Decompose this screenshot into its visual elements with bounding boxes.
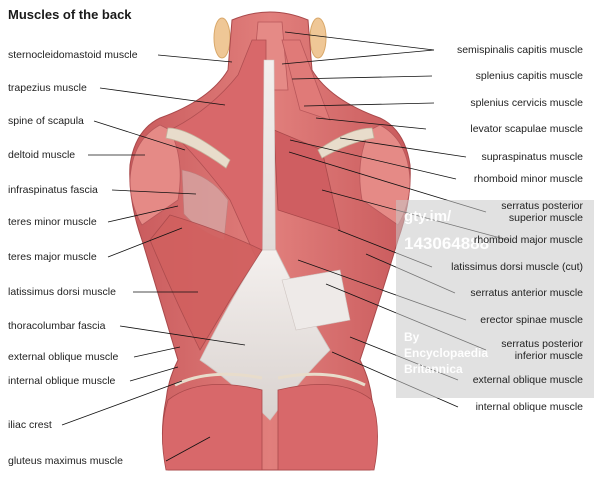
label-serratus-posterior-superior-2: superior muscle bbox=[508, 212, 583, 224]
leader-semispinalis-1 bbox=[284, 31, 435, 51]
rhomboid-major bbox=[273, 129, 341, 231]
diagram-title: Muscles of the back bbox=[8, 7, 132, 22]
left-ear bbox=[213, 17, 231, 59]
watermark-line5: Britannica bbox=[404, 362, 463, 376]
label-rhomboid-minor: rhomboid minor muscle bbox=[473, 173, 583, 185]
watermark-line3: By bbox=[404, 330, 420, 344]
leader-teres-major bbox=[107, 227, 183, 258]
leader-levator-scapulae bbox=[315, 117, 427, 130]
label-latissimus-dorsi: latissimus dorsi muscle bbox=[8, 286, 116, 298]
splenius bbox=[281, 39, 331, 121]
serratus-posterior-inferior bbox=[281, 269, 351, 331]
leader-splenius-capitis bbox=[291, 75, 433, 80]
iliac-crest bbox=[174, 372, 366, 387]
label-latissimus-dorsi-cut: latissimus dorsi muscle (cut) bbox=[451, 261, 583, 273]
leader-semispinalis-2 bbox=[281, 49, 435, 65]
watermark-panel bbox=[396, 200, 594, 398]
label-thoracolumbar-fascia: thoracolumbar fascia bbox=[8, 320, 106, 332]
spine-of-scapula-right bbox=[317, 127, 375, 159]
label-rhomboid-major: rhomboid major muscle bbox=[473, 234, 583, 246]
leader-thoracolumbar bbox=[119, 325, 246, 346]
label-internal-oblique: internal oblique muscle bbox=[8, 375, 116, 387]
label-serratus-posterior-inferior-2: inferior muscle bbox=[514, 350, 583, 362]
label-infraspinatus-fascia: infraspinatus fascia bbox=[8, 184, 98, 196]
leader-teres-minor bbox=[107, 205, 179, 223]
leader-iliac-crest bbox=[61, 380, 183, 426]
leader-rhomboid-minor bbox=[289, 139, 457, 180]
label-serratus-anterior: serratus anterior muscle bbox=[470, 287, 583, 299]
leader-trapezius bbox=[99, 87, 226, 106]
label-trapezius: trapezius muscle bbox=[8, 82, 87, 94]
label-splenius-cervicis: splenius cervicis muscle bbox=[470, 97, 583, 109]
label-internal-oblique-right: internal oblique muscle bbox=[475, 401, 583, 413]
deltoid-left bbox=[129, 124, 181, 226]
label-levator-scapulae: levator scapulae muscle bbox=[470, 123, 583, 135]
leader-spine-of-scapula bbox=[93, 120, 186, 151]
watermark-line2: 143064888 bbox=[404, 234, 490, 253]
label-serratus-posterior-inferior-1: serratus posterior bbox=[501, 338, 583, 350]
label-iliac-crest: iliac crest bbox=[8, 419, 52, 431]
watermark-line4: Encyclopaedia bbox=[404, 346, 489, 360]
leader-external-oblique bbox=[133, 346, 181, 358]
latissimus-dorsi-left bbox=[149, 214, 263, 351]
leader-infraspinatus bbox=[111, 189, 197, 195]
label-splenius-capitis: splenius capitis muscle bbox=[475, 70, 583, 82]
leader-sternocleidomastoid bbox=[157, 54, 233, 63]
spine-of-scapula-left bbox=[165, 127, 231, 169]
right-ear bbox=[309, 17, 327, 59]
label-semispinalis-capitis: semispinalis capitis muscle bbox=[456, 44, 583, 56]
label-external-oblique-right: external oblique muscle bbox=[472, 374, 583, 386]
label-serratus-posterior-superior-1: serratus posterior bbox=[501, 200, 583, 212]
leader-gluteus bbox=[165, 436, 211, 462]
leader-supraspinatus bbox=[339, 137, 467, 158]
label-external-oblique: external oblique muscle bbox=[8, 351, 119, 363]
gluteus-maximus-left bbox=[162, 383, 263, 471]
label-spine-of-scapula: spine of scapula bbox=[8, 115, 84, 127]
gluteus-maximus-right bbox=[277, 383, 378, 471]
watermark-line1: gty.im/ bbox=[404, 208, 452, 225]
label-sternocleidomastoid: sternocleidomastoid muscle bbox=[8, 49, 138, 61]
leader-splenius-cervicis bbox=[303, 102, 435, 107]
label-erector-spinae: erector spinae muscle bbox=[480, 314, 583, 326]
label-supraspinatus: supraspinatus muscle bbox=[481, 151, 583, 163]
leader-internal-oblique bbox=[129, 366, 179, 382]
label-teres-minor: teres minor muscle bbox=[8, 216, 97, 228]
label-gluteus-maximus: gluteus maximus muscle bbox=[8, 455, 123, 467]
label-teres-major: teres major muscle bbox=[8, 251, 97, 263]
label-deltoid: deltoid muscle bbox=[8, 149, 76, 161]
